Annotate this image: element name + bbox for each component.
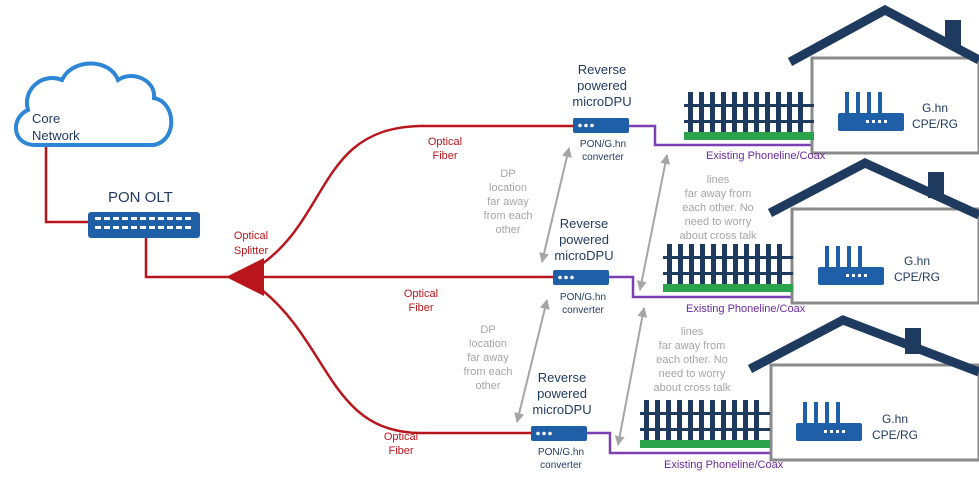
core-to-olt-fiber	[44, 147, 88, 224]
dpu-title-2: Reverse powered microDPU	[554, 216, 614, 263]
olt-device-icon	[88, 212, 200, 238]
fence-icon-1	[684, 92, 814, 140]
line-note-2: lines far away from each other. No need …	[653, 326, 731, 394]
dpu-subtitle-2: PON/G.hn converter	[559, 292, 607, 316]
line-distance-arrow-1	[636, 154, 671, 291]
dp-distance-arrow-2	[514, 299, 550, 423]
dp-note-2: DP location far away from each other	[463, 324, 513, 392]
pon-olt-label: PON OLT	[108, 189, 173, 206]
dp-distance-arrow-1	[539, 147, 572, 263]
optical-splitter-label: Optical Splitter	[233, 230, 269, 257]
optical-splitter-icon	[226, 258, 264, 296]
line-distance-arrow-2	[614, 307, 648, 446]
cpe-label-2: G.hn CPE/RG	[893, 254, 940, 284]
router-icon-2	[818, 246, 884, 285]
dp-note-1: DP location far away from each other	[483, 168, 533, 236]
phoneline-label-1: Existing Phoneline/Coax	[706, 150, 826, 162]
fiber-1	[261, 124, 573, 266]
phoneline-label-3: Existing Phoneline/Coax	[664, 459, 784, 471]
house-1	[787, 4, 979, 155]
fiber-3	[261, 289, 531, 435]
phoneline-label-2: Existing Phoneline/Coax	[686, 303, 806, 315]
olt-to-splitter-fiber	[144, 236, 230, 279]
cpe-label-3: G.hn CPE/RG	[871, 412, 918, 442]
fence-icon-3	[640, 400, 770, 448]
dpu-title-3: Reverse powered microDPU	[532, 370, 592, 417]
line-note-1: lines far away from each other. No need …	[679, 174, 757, 242]
core-network-label: Core Network	[32, 111, 80, 143]
dpu-subtitle-1: PON/G.hn converter	[579, 139, 627, 163]
router-icon-1	[838, 92, 904, 131]
cpe-label-1: G.hn CPE/RG	[911, 101, 958, 131]
dpu-title-1: Reverse powered microDPU	[572, 62, 632, 109]
fiber-label-1: Optical Fiber	[427, 136, 463, 162]
fiber-label-2: Optical Fiber	[403, 288, 439, 314]
fiber-label-3: Optical Fiber	[383, 431, 419, 457]
micro-dpu-icon-2	[553, 270, 609, 285]
house-2	[767, 157, 979, 305]
router-icon-3	[796, 402, 862, 441]
micro-dpu-icon-1	[573, 118, 629, 133]
dpu-subtitle-3: PON/G.hn converter	[537, 447, 585, 471]
fence-icon-2	[663, 244, 793, 292]
micro-dpu-icon-3	[531, 426, 587, 441]
cloud-icon	[13, 61, 174, 147]
